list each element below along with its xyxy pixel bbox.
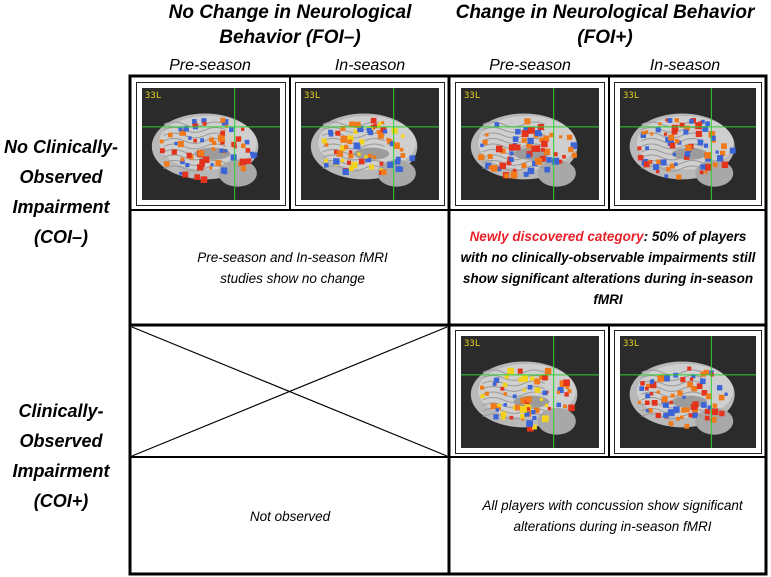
- row-label-coi-minus: No Clinically-Observed Impairment (COI–): [3, 137, 119, 247]
- subheader-in-season-2: In-season: [649, 57, 721, 74]
- newly-discovered-highlight: Newly discovered category: [469, 229, 644, 244]
- slice-label: 33L: [145, 91, 161, 101]
- slice-label: 33L: [304, 91, 320, 101]
- brain-scan-foi-plus-pre: 33L: [455, 82, 605, 206]
- slice-label: 33L: [464, 91, 480, 101]
- brain-scan-foi-plus-in: 33L: [614, 82, 762, 206]
- brain-scan-foi-minus-in: 33L: [295, 82, 445, 206]
- cell-newly-discovered: Newly discovered category: 50% of player…: [460, 229, 756, 307]
- cell-not-observed: Not observed: [249, 508, 331, 524]
- header-foi-minus: No Change in Neurological Behavior (FOI–…: [168, 2, 412, 48]
- slice-label: 33L: [623, 339, 639, 349]
- not-applicable-cross: [131, 326, 448, 457]
- subheader-pre-season-1: Pre-season: [169, 57, 251, 74]
- brain-scan-coi-plus-pre: 33L: [455, 330, 605, 454]
- cell-no-change: Pre-season and In-season fMRI studies sh…: [197, 250, 388, 286]
- brain-scan-coi-plus-in: 33L: [614, 330, 762, 454]
- header-foi-plus: Change in Neurological Behavior (FOI+): [455, 2, 755, 48]
- subheader-pre-season-2: Pre-season: [489, 57, 571, 74]
- slice-label: 33L: [464, 339, 480, 349]
- brain-scan-foi-minus-pre: 33L: [136, 82, 286, 206]
- cell-concussion: All players with concussion show signifi…: [482, 498, 743, 534]
- row-label-coi-plus: Clinically-Observed Impairment (COI+): [12, 401, 110, 511]
- slice-label: 33L: [623, 91, 639, 101]
- subheader-in-season-1: In-season: [334, 57, 406, 74]
